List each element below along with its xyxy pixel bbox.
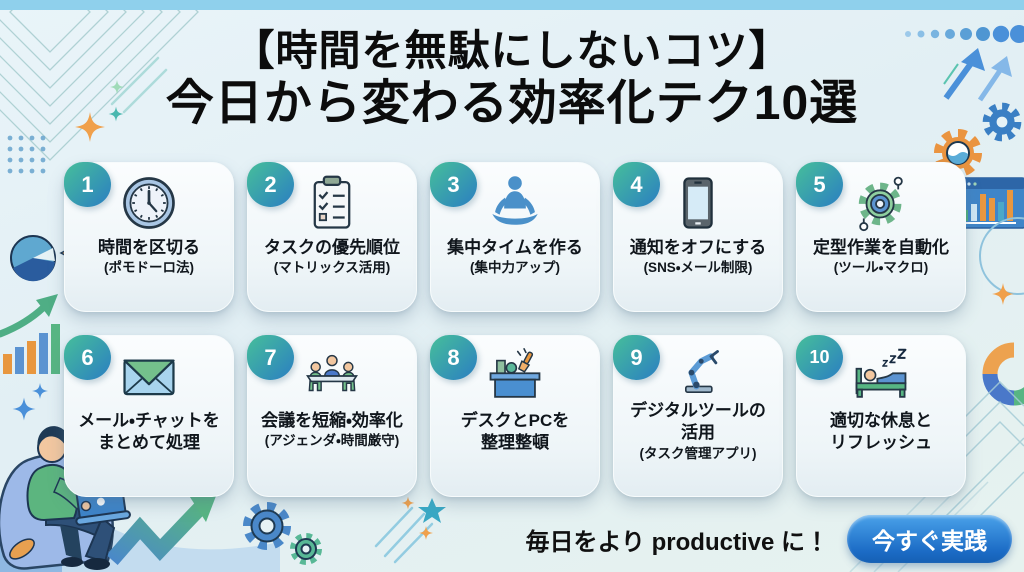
- card-text: 適切な休息と リフレッシュ: [830, 411, 932, 453]
- robot-arm-icon: [672, 345, 724, 397]
- title-line-1: 【時間を無駄にしないコツ】: [232, 27, 792, 74]
- checklist-icon: [303, 172, 361, 234]
- number-badge: 9: [613, 335, 660, 380]
- bar-chart-icon: [3, 324, 60, 374]
- browser-chart-icon: [955, 177, 1024, 229]
- title-line-2: 今日から変わる効率化テク10選: [165, 76, 859, 130]
- number-badge: 10: [796, 335, 843, 380]
- sparkle-icon: [12, 397, 36, 421]
- footer: 毎日をより productive に！ 今すぐ実践: [525, 515, 1012, 563]
- tip-card-6: 6 メール・チャットを まとめて処理: [64, 335, 234, 497]
- shooting-star-icon: [110, 56, 168, 114]
- gears-icon: [852, 172, 910, 234]
- footer-message: 毎日をより productive に！: [525, 528, 829, 556]
- page-title: 【時間を無駄にしないコツ】 今日から変わる効率化テク10選: [0, 26, 1024, 132]
- rising-arrows-icon: [943, 48, 1012, 102]
- card-text: 会議を短縮・効率化 (アジェンダ・時間厳守): [261, 411, 403, 449]
- zigzag-growth-arrow-icon: [106, 494, 216, 565]
- gear-icon: [934, 129, 982, 177]
- clock-icon: [120, 172, 178, 234]
- nested-lines-pattern: [0, 0, 199, 161]
- number-badge: 1: [64, 162, 111, 207]
- card-text: 定型作業を自動化 (ツール・マクロ): [813, 238, 949, 276]
- number-badge: 4: [613, 162, 660, 207]
- card-text: デジタルツールの 活用 (タスク管理アプリ): [630, 401, 766, 461]
- top-accent-strip: [0, 0, 1024, 10]
- gear-icon: [982, 102, 1022, 142]
- dots-pattern: [7, 135, 46, 174]
- tip-card-4: 4 通知をオフにする (SNS・メール制限): [613, 162, 783, 312]
- card-text: デスクとPCを 整理整頓: [460, 411, 570, 453]
- card-text: 集中タイムを作る (集中力アップ): [447, 238, 583, 276]
- sparkle-icon: [32, 383, 48, 399]
- desk-cleanup-icon: [486, 345, 544, 407]
- tip-card-1: 1 時間を区切る: [64, 162, 234, 312]
- number-badge: 6: [64, 335, 111, 380]
- person-laptop-illustration: [0, 426, 280, 572]
- smartphone-icon: [669, 172, 727, 234]
- number-badge: 5: [796, 162, 843, 207]
- tip-card-8: 8 デスクとPCを 整理整頓: [430, 335, 600, 497]
- envelope-icon: [120, 345, 178, 407]
- tip-card-2: 2 タスクの優先順位 (マトリックス活用): [247, 162, 417, 312]
- circle-outline: [979, 217, 1024, 295]
- tip-card-10: 10 適切な休息と リフレッシュ: [796, 335, 966, 497]
- number-badge: 7: [247, 335, 294, 380]
- gear-icon: [290, 533, 322, 565]
- number-badge: 3: [430, 162, 477, 207]
- dots-pattern: [905, 25, 1024, 43]
- sleep-bed-icon: [852, 345, 910, 407]
- gear-icon: [243, 502, 291, 550]
- card-text: 通知をオフにする (SNS・メール制限): [629, 238, 767, 276]
- card-text: メール・チャットを まとめて処理: [78, 411, 220, 453]
- shooting-star-icon: [374, 496, 446, 564]
- number-badge: 8: [430, 335, 477, 380]
- number-badge: 2: [247, 162, 294, 207]
- growth-arrow-icon: [0, 294, 58, 338]
- tip-card-9: 9 デジタルツールの 活用 (タスク管理アプリ): [613, 335, 783, 497]
- tip-card-3: 3 集中タイムを作る (集中力アップ): [430, 162, 600, 312]
- tips-grid: 1 時間を区切る: [64, 162, 966, 497]
- card-text: タスクの優先順位 (マトリックス活用): [264, 238, 400, 276]
- meeting-icon: [303, 345, 361, 407]
- donut-chart-icon: [982, 342, 1024, 406]
- meditation-icon: [486, 172, 544, 234]
- tip-card-7: 7 会議を短縮・効率化 (アジェンダ・時間厳守): [247, 335, 417, 497]
- tip-card-5: 5 定型作業を自動化 (ツール・マクロ): [796, 162, 966, 312]
- cta-button[interactable]: 今すぐ実践: [847, 515, 1012, 563]
- card-text: 時間を区切る (ポモドーロ法): [98, 238, 200, 276]
